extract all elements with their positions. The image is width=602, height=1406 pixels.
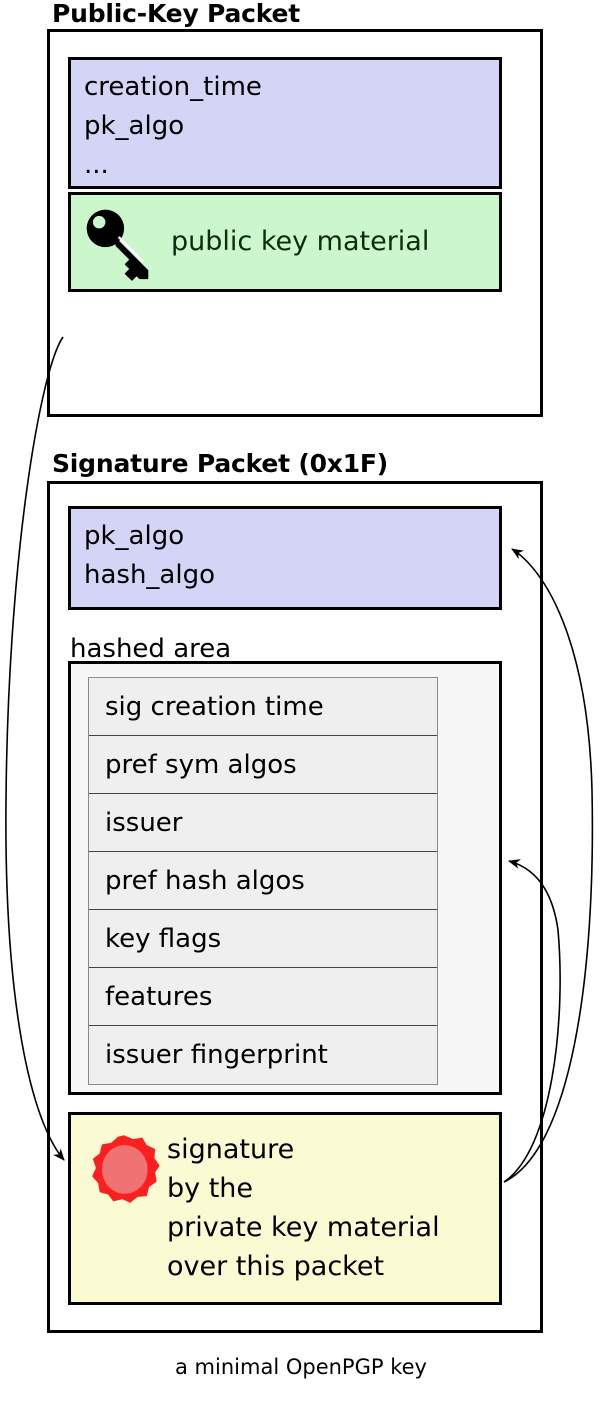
subpacket-row: pref hash algos	[89, 852, 437, 910]
subpacket-list: sig creation time pref sym algos issuer …	[88, 677, 438, 1085]
signature-algo-block: pk_algo hash_algo	[68, 506, 502, 610]
signature-value-block: signature by the private key material ov…	[68, 1112, 502, 1305]
public-key-packet-title: Public-Key Packet	[52, 0, 301, 28]
signature-algo-fields: pk_algo hash_algo	[84, 521, 216, 590]
signature-packet-title: Signature Packet (0x1F)	[52, 449, 389, 478]
subpacket-row: issuer fingerprint	[89, 1026, 437, 1084]
hashed-area-label: hashed area	[70, 634, 232, 664]
public-key-material-label: public key material	[171, 226, 430, 257]
public-key-header-fields: creation_time pk_algo ...	[84, 72, 262, 180]
subpacket-row: features	[89, 968, 437, 1026]
public-key-header-block: creation_time pk_algo ...	[68, 57, 502, 189]
diagram-caption: a minimal OpenPGP key	[175, 1355, 427, 1379]
subpacket-row: issuer	[89, 794, 437, 852]
public-key-material-block: public key material	[68, 192, 502, 292]
wax-seal-icon	[86, 1133, 162, 1209]
signature-description: signature by the private key material ov…	[167, 1134, 440, 1282]
key-icon	[82, 205, 160, 283]
subpacket-row: key flags	[89, 910, 437, 968]
subpacket-row: sig creation time	[89, 678, 437, 736]
subpacket-row: pref sym algos	[89, 736, 437, 794]
